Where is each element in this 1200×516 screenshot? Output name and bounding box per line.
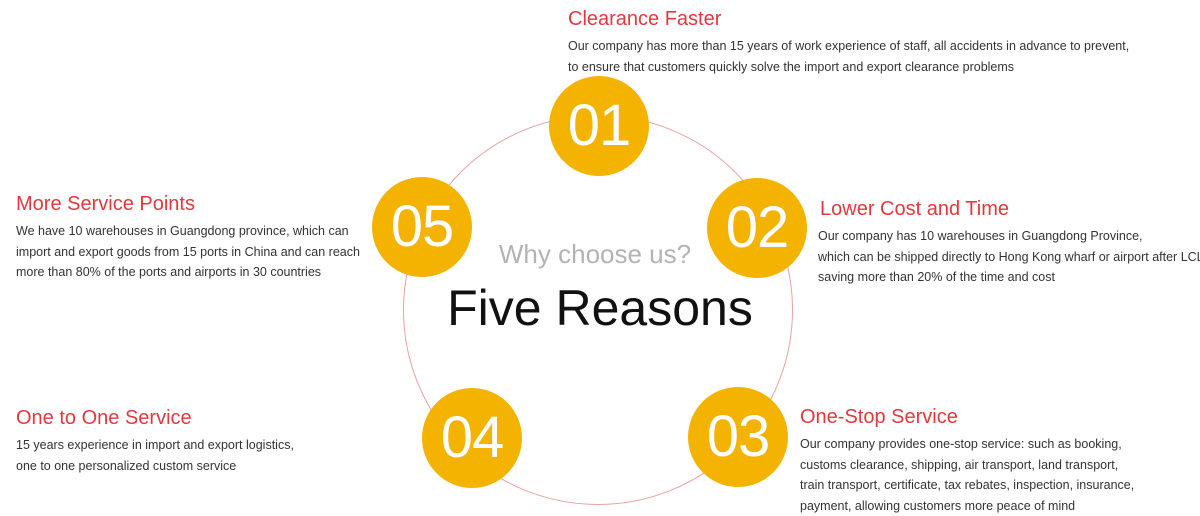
reason-block-02: Lower Cost and Time Our company has 10 w… bbox=[818, 196, 1200, 288]
center-title: Five Reasons bbox=[400, 278, 800, 338]
reason-desc-line: to ensure that customers quickly solve t… bbox=[568, 57, 1129, 78]
reason-desc-line: saving more than 20% of the time and cos… bbox=[818, 267, 1200, 288]
badge-04: 04 bbox=[422, 388, 522, 488]
reason-block-04: One to One Service 15 years experience i… bbox=[16, 405, 294, 476]
reason-desc-line: payment, allowing customers more peace o… bbox=[800, 496, 1134, 516]
reason-desc-line: Our company has 10 warehouses in Guangdo… bbox=[818, 226, 1200, 247]
reason-desc-line: 15 years experience in import and export… bbox=[16, 435, 294, 456]
reason-desc-02: Our company has 10 warehouses in Guangdo… bbox=[818, 226, 1200, 288]
reason-desc-line: import and export goods from 15 ports in… bbox=[16, 242, 360, 263]
reason-desc-line: customs clearance, shipping, air transpo… bbox=[800, 455, 1134, 476]
reason-block-01: Clearance Faster Our company has more th… bbox=[568, 6, 1129, 77]
reason-title-03: One-Stop Service bbox=[800, 404, 1134, 430]
reason-title-04: One to One Service bbox=[16, 405, 294, 431]
reason-desc-line: more than 80% of the ports and airports … bbox=[16, 262, 360, 283]
reason-title-02: Lower Cost and Time bbox=[820, 196, 1200, 222]
reason-desc-05: We have 10 warehouses in Guangdong provi… bbox=[16, 221, 360, 283]
reason-desc-03: Our company provides one-stop service: s… bbox=[800, 434, 1134, 516]
reason-title-05: More Service Points bbox=[16, 191, 360, 217]
center-subtitle: Why choose us? bbox=[440, 238, 750, 270]
reason-desc-line: one to one personalized custom service bbox=[16, 456, 294, 477]
badge-01: 01 bbox=[549, 76, 649, 176]
reason-desc-line: We have 10 warehouses in Guangdong provi… bbox=[16, 221, 360, 242]
reason-desc-line: train transport, certificate, tax rebate… bbox=[800, 475, 1134, 496]
badge-03: 03 bbox=[688, 387, 788, 487]
reason-desc-line: Our company provides one-stop service: s… bbox=[800, 434, 1134, 455]
reason-block-03: One-Stop Service Our company provides on… bbox=[800, 404, 1134, 516]
reason-desc-line: Our company has more than 15 years of wo… bbox=[568, 36, 1129, 57]
reason-desc-04: 15 years experience in import and export… bbox=[16, 435, 294, 476]
reason-desc-01: Our company has more than 15 years of wo… bbox=[568, 36, 1129, 77]
reason-desc-line: which can be shipped directly to Hong Ko… bbox=[818, 247, 1200, 268]
reason-title-01: Clearance Faster bbox=[568, 6, 1129, 32]
reason-block-05: More Service Points We have 10 warehouse… bbox=[16, 191, 360, 283]
